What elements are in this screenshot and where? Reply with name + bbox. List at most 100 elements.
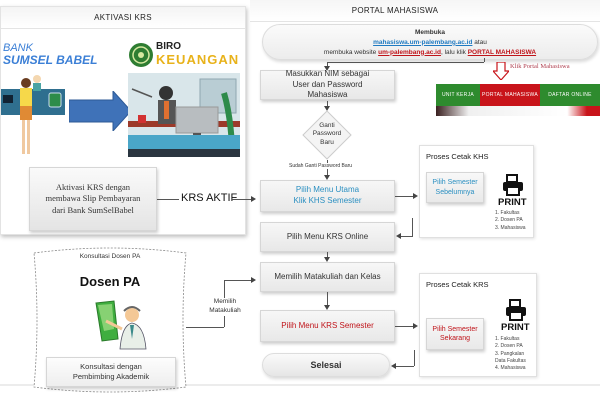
konsultasi-header: Konsultasi Dosen PA (79, 253, 141, 260)
krs-select-line2: Sekarang (440, 335, 470, 342)
printer-icon (502, 174, 524, 201)
biro-keuangan-logo: BIRO KEUANGAN (128, 41, 238, 71)
connector-open-to-login-v2 (327, 62, 328, 66)
text-lalu-klik: , lalu klik (440, 48, 468, 56)
arrow-to-login (324, 66, 330, 71)
decision-yes-label: Sudah Ganti Password Baru (288, 163, 354, 169)
menu-utama-box: Pilih Menu Utama Klik KHS Semester (260, 180, 395, 212)
text-atau: atau (472, 38, 487, 46)
arrow-to-krs-semester (324, 305, 330, 310)
university-emblem-icon (129, 43, 153, 67)
krs-aktif-arrowhead (251, 196, 256, 202)
connector-dosen-h2 (224, 280, 251, 281)
dosen-pa-title: Dosen PA (79, 274, 141, 289)
krs-aktif-connector-right (232, 199, 252, 200)
khs-select-line2: Sebelumnya (435, 188, 475, 196)
krs-semester-text: Pilih Menu KRS Semester (281, 320, 374, 330)
link-mahasiswa-portal[interactable]: mahasiswa.um-palembang.ac.id (373, 38, 473, 46)
nav-daftar-online[interactable]: DAFTAR ONLINE (540, 84, 600, 106)
connector-matakuliah-down (327, 292, 328, 307)
krs-print-label: PRINT (501, 322, 530, 333)
aktivasi-header: AKTIVASI KRS (94, 13, 152, 22)
biro-logo-line2: KEUANGAN (156, 52, 240, 67)
link-portal-mahasiswa[interactable]: PORTAL MAHASISWA (467, 48, 537, 56)
nav-portal-mahasiswa[interactable]: PORTAL MAHASISWA (480, 84, 540, 106)
connector-krs-return-h (395, 366, 414, 367)
klik-portal-label: Klik Portal Mahasiswa (510, 63, 570, 70)
cetak-khs-title: Proses Cetak KHS (426, 152, 489, 161)
memilih-line1: Memilih (213, 298, 237, 305)
lecturer-illustration (92, 299, 148, 351)
khs-print-list: 1. Fakultas 2. Dosen PA 3. Mahasiswa (495, 210, 526, 232)
connector-diamond-down (327, 160, 328, 178)
connector-krs-online-down (327, 252, 328, 259)
khs-print-label: PRINT (498, 197, 527, 208)
konsultasi-caption-box: Konsultasi dengan Pembimbing Akademik (46, 357, 176, 387)
text-website: membuka website (323, 48, 379, 56)
khs-list-item: 3. Mahasiswa (495, 224, 526, 231)
krs-aktif-connector-left (157, 199, 179, 200)
bank-logo-line1: BANK (3, 42, 33, 54)
arrow-to-menu-utama (324, 175, 330, 180)
login-instruction-text: Masukkan NIM sebagai User dan Password M… (285, 68, 370, 100)
konsultasi-caption-line2: Pembimbing Akademik (72, 372, 150, 381)
cetak-khs-panel: Proses Cetak KHS Pilih Semester Sebelumn… (419, 145, 534, 238)
link-um-palembang[interactable]: um-palembang.ac.id (378, 48, 441, 56)
connector-krs-return-v (414, 350, 415, 366)
krs-online-text: Pilih Menu KRS Online (286, 231, 369, 241)
open-portal-box: Membuka mahasiswa.um-palembang.ac.id ata… (262, 24, 598, 60)
arrow-to-selesai (391, 363, 396, 369)
krs-aktif-label: KRS AKTIF (181, 192, 238, 204)
bank-logo-line2: SUMSEL BABEL (3, 53, 98, 67)
activation-instruction-text: Aktivasi KRS dengan membawa Slip Pembaya… (45, 181, 141, 215)
konsultasi-caption-line1: Konsultasi dengan (80, 361, 142, 371)
selesai-text: Selesai (310, 360, 342, 370)
aktivasi-krs-panel: AKTIVASI KRS BANK SUMSEL BABEL (0, 6, 252, 235)
portal-nav-bar: UNIT KERJA PORTAL MAHASISWA DAFTAR ONLIN… (436, 84, 600, 106)
connector-khs-return-v (412, 218, 413, 237)
cetak-krs-panel: Proses Cetak KRS Pilih Semester Sekarang… (419, 273, 537, 377)
arrow-to-matakuliah-box (251, 277, 256, 283)
khs-list-item: 1. Fakultas (495, 210, 520, 216)
krs-online-box: Pilih Menu KRS Online (260, 222, 395, 252)
biro-logo-line1: BIRO (156, 41, 181, 52)
klik-portal-arrow-icon (491, 61, 511, 85)
bank-teller-illustration (1, 73, 69, 159)
krs-list-item: 3. Pangkalan (495, 350, 525, 357)
arrow-to-diamond (324, 106, 330, 111)
open-portal-title: Membuka (415, 29, 445, 36)
connector-login-to-diamond (327, 101, 328, 108)
decision-text: Ganti Password Baru (312, 122, 342, 146)
printer-icon (505, 299, 527, 326)
khs-select-line1: Pilih Semester (432, 179, 478, 187)
portal-header: PORTAL MAHASISWA (351, 6, 439, 15)
konsultasi-dosen-panel: Konsultasi Dosen PA Dosen PA Konsultasi … (30, 247, 190, 393)
bottom-divider (0, 384, 600, 386)
khs-select-semester-box[interactable]: Pilih Semester Sebelumnya (426, 172, 484, 203)
krs-print-list: 1. Fakultas 2. Dosen PA 3. Pangkalan Dat… (495, 336, 526, 372)
change-password-decision: Ganti Password Baru (302, 110, 352, 160)
arrow-to-matakuliah (324, 257, 330, 262)
krs-select-line1: Pilih Semester (432, 325, 478, 333)
menu-utama-line1: Pilih Menu Utama (295, 185, 360, 195)
connector-krs-to-cetak (395, 326, 413, 327)
login-instruction-box: Masukkan NIM sebagai User dan Password M… (260, 68, 395, 100)
memilih-matakuliah-label: Memilih Matakuliah (203, 298, 247, 316)
connector-menu-to-khs (395, 196, 413, 197)
connector-khs-return-h (400, 236, 412, 237)
connector-open-to-login-h (327, 62, 484, 63)
matakuliah-box: Memilih Matakuliah dan Kelas (260, 262, 395, 292)
krs-semester-box: Pilih Menu KRS Semester (260, 310, 395, 342)
cetak-krs-title: Proses Cetak KRS (426, 280, 489, 289)
khs-list-item: 2. Dosen PA (495, 217, 523, 224)
connector-dosen-h (186, 327, 224, 328)
memilih-line2: Matakuliah (209, 306, 241, 314)
arrow-to-khs (413, 193, 418, 199)
krs-select-semester-box[interactable]: Pilih Semester Sekarang (426, 318, 484, 350)
krs-list-item: Data Fakultas (495, 357, 526, 364)
krs-list-item: 4. Mahasiswa (495, 365, 526, 371)
matakuliah-text: Memilih Matakuliah dan Kelas (274, 271, 381, 281)
krs-list-item: 2. Dosen PA (495, 343, 523, 350)
connector-open-to-login-v (484, 58, 485, 62)
nav-unit-kerja[interactable]: UNIT KERJA (436, 84, 480, 106)
